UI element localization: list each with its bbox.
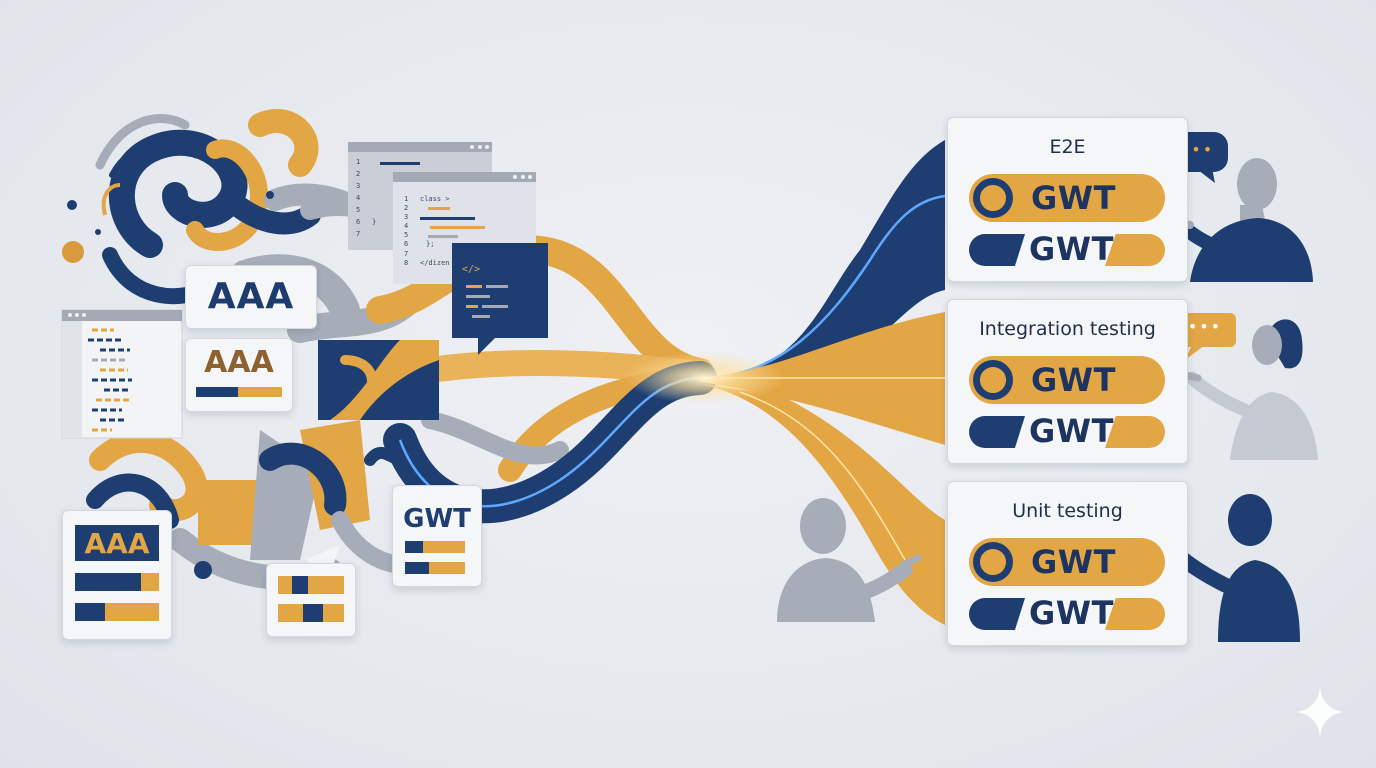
test-card-title: Integration testing [979,318,1156,340]
gwt-small-label: GWT [403,504,471,534]
ring-icon [973,360,1013,400]
person-unit-right [1154,494,1300,642]
test-card-0: E2E GWT GWT [947,117,1188,282]
person-unit-left [777,498,922,622]
speech-bubble-integration [1173,313,1236,360]
person-e2e [1168,158,1313,282]
gwt-pill-secondary: GWT [969,594,1165,632]
gwt-pill-primary-label: GWT [1031,179,1116,217]
aaa-mid-label: AAA [204,345,274,380]
gwt-pill-secondary-label: GWT [1029,230,1114,268]
aaa-card-mid: AAA [185,338,293,412]
code-window-back-text: 1 2 3 4 5 6 } 7 [356,158,377,238]
gwt-pill-primary: GWT [969,174,1165,222]
code-tag-label: </> [462,264,481,275]
sparkle-icon [1296,688,1344,736]
gwt-pill-secondary: GWT [969,230,1165,268]
gwt-pill-primary: GWT [969,356,1165,404]
speech-dots-integration: ••• [1187,317,1223,336]
gwt-pill-secondary-label: GWT [1029,594,1114,632]
person-integration [1176,319,1318,460]
gwt-pill-secondary-label: GWT [1029,412,1114,450]
code-tag-bubble [452,243,548,355]
blocks-card [266,563,356,637]
aaa-top-label: AAA [207,276,295,317]
aaa-bottom-label: AAA [84,527,150,560]
aaa-card-bottom: AAA [62,510,172,640]
list-window [61,309,183,439]
test-card-title: E2E [1049,136,1086,158]
gwt-pill-primary-label: GWT [1031,361,1116,399]
gwt-pill-secondary: GWT [969,412,1165,450]
gwt-small-card: GWT [392,485,482,587]
ring-icon [973,178,1013,218]
aaa-card-top: AAA [185,265,317,329]
gwt-pill-primary: GWT [969,538,1165,586]
gwt-pill-primary-label: GWT [1031,543,1116,581]
ring-icon [973,542,1013,582]
test-card-title: Unit testing [1012,500,1123,522]
picture-window [318,340,439,420]
list-window-lines [88,328,132,432]
code-window-front-text: class > 1 2 3 4 5 6 }; 7 8 </dizen [404,195,450,267]
